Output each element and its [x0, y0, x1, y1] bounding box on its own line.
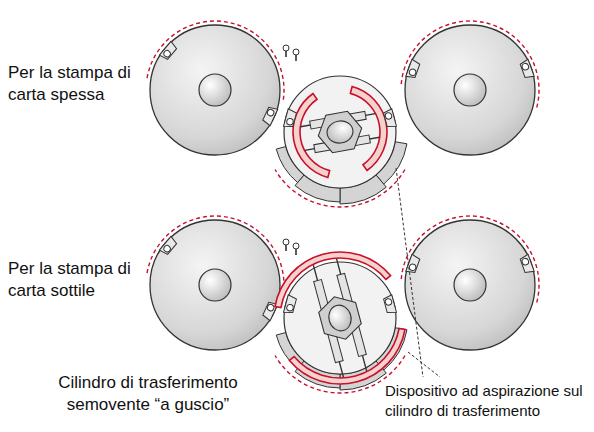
pin-parts: [283, 239, 299, 255]
shell: [265, 239, 391, 309]
gripper: [284, 295, 297, 315]
impression-cylinder: [147, 216, 284, 350]
row-label: Per la stampa di carta sottile: [8, 258, 140, 302]
gripper: [159, 41, 177, 61]
impression-cylinder: [401, 216, 539, 350]
part-label: Cilindro di trasferimento semovente “a g…: [30, 372, 266, 416]
gripper: [383, 109, 396, 129]
part-label: Dispositivo ad aspirazione sul cilindro …: [385, 381, 588, 420]
gripper: [520, 59, 535, 79]
leader-line: [408, 352, 440, 377]
impression-cylinder: [147, 21, 284, 155]
gripper: [262, 106, 278, 126]
gripper: [284, 109, 297, 129]
impression-cylinder: [401, 21, 539, 155]
leader-line: [396, 168, 423, 377]
gripper: [520, 254, 535, 274]
gripper: [406, 59, 421, 79]
gripper: [159, 236, 177, 256]
gripper: [383, 295, 396, 315]
transfer-cylinder: [275, 76, 407, 207]
pin-parts: [283, 45, 299, 61]
row-label: Per la stampa di carta spessa: [8, 62, 140, 106]
transfer-cylinder: [265, 239, 415, 397]
